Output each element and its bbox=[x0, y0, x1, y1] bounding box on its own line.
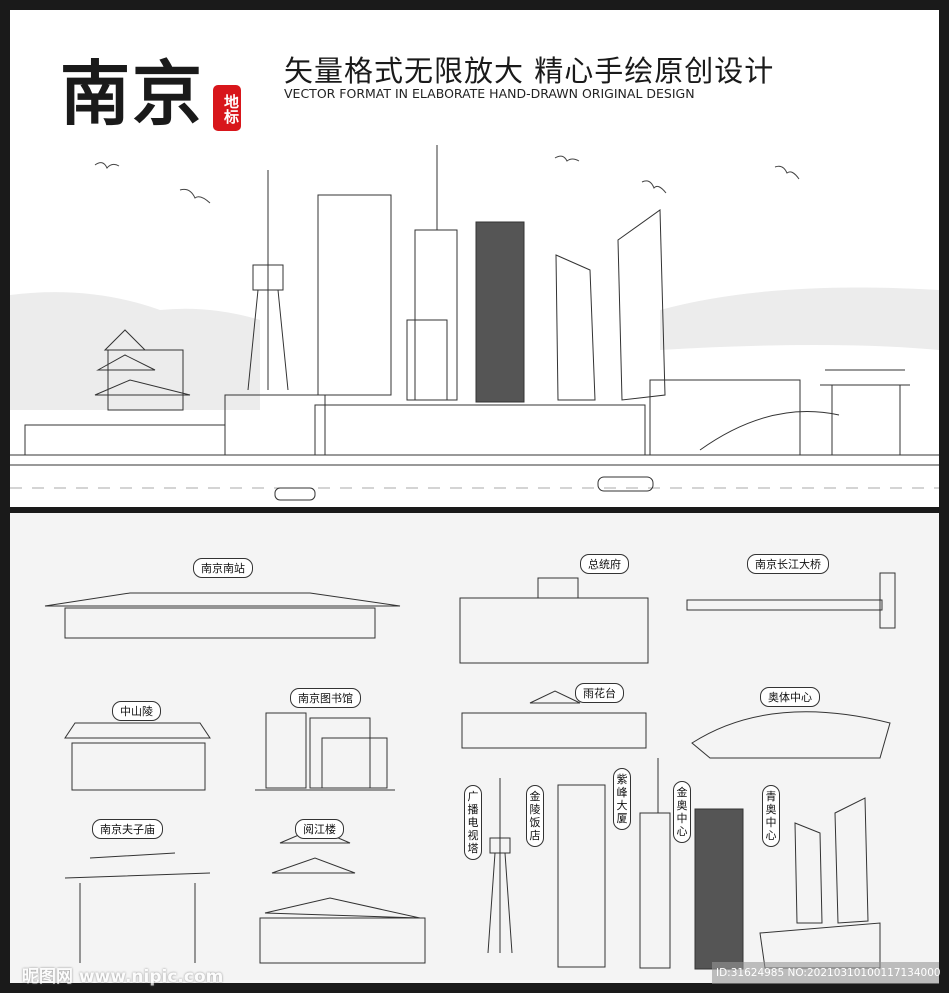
bridge-drawing bbox=[686, 572, 896, 629]
headline: 矢量格式无限放大 精心手绘原创设计 bbox=[284, 54, 775, 88]
label-nanjing-south: 南京南站 bbox=[193, 558, 253, 578]
road bbox=[10, 454, 939, 489]
jinao-drawing bbox=[694, 808, 744, 970]
landmark-seal: 地标 bbox=[213, 85, 241, 131]
label-qingao: 青奥中心 bbox=[762, 785, 780, 847]
landmark-illustrations bbox=[44, 572, 896, 970]
mountain-mist bbox=[10, 287, 939, 410]
olympic-drawing bbox=[691, 711, 891, 759]
jinao-center bbox=[475, 221, 525, 403]
jinling-hotel bbox=[317, 194, 392, 396]
car-icon bbox=[274, 487, 316, 501]
watermark-logo: 昵图网 www.nipic.com bbox=[22, 967, 224, 987]
bird-icon bbox=[94, 155, 800, 204]
label-yuejiang: 阅江楼 bbox=[295, 819, 344, 839]
zifeng-tower bbox=[406, 145, 458, 401]
label-zifeng: 紫峰大厦 bbox=[613, 768, 631, 830]
label-bridge: 南京长江大桥 bbox=[747, 554, 829, 574]
label-fuzimiao: 南京夫子庙 bbox=[92, 819, 163, 839]
label-olympic: 奥体中心 bbox=[760, 687, 820, 707]
city-title: 南京 bbox=[60, 53, 204, 135]
label-zhongshan: 中山陵 bbox=[112, 701, 161, 721]
landmarks-panel: 南京南站 总统府 南京长江大桥 中山陵 南京图书馆 雨花台 奥体中心 南京夫子庙… bbox=[10, 513, 939, 983]
library-drawing bbox=[255, 712, 395, 791]
label-tv-tower: 广播电视塔 bbox=[464, 785, 482, 860]
zifeng-drawing bbox=[639, 758, 671, 969]
skyline-panel: 南京 地标 矢量格式无限放大 精心手绘原创设计 VECTOR FORMAT IN… bbox=[10, 10, 939, 507]
qingao-center bbox=[555, 209, 666, 401]
nanjing-south-station bbox=[314, 404, 646, 456]
tv-tower bbox=[247, 170, 289, 391]
presidential-palace-drawing bbox=[459, 577, 649, 664]
yuejiang-tower bbox=[94, 329, 191, 411]
olympic-center bbox=[699, 411, 840, 451]
label-jinling: 金陵饭店 bbox=[526, 785, 544, 847]
car-icon bbox=[597, 476, 654, 492]
tv-tower-drawing bbox=[487, 778, 513, 954]
zhongshan-drawing bbox=[64, 722, 211, 791]
image-id: ID:31624985 NO:20210310100117134000 bbox=[712, 962, 941, 984]
low-buildings bbox=[24, 424, 226, 456]
subtitle: VECTOR FORMAT IN ELABORATE HAND-DRAWN OR… bbox=[284, 86, 695, 101]
label-yuhuatai: 雨花台 bbox=[575, 683, 624, 703]
yuejiang-drawing bbox=[259, 827, 426, 964]
skyline-illustration bbox=[10, 145, 939, 501]
label-library: 南京图书馆 bbox=[290, 688, 361, 708]
label-jinao: 金奥中心 bbox=[673, 781, 691, 843]
fuzimiao-gate bbox=[820, 369, 910, 455]
nanjing-south-station-drawing bbox=[44, 592, 401, 639]
label-presidential: 总统府 bbox=[580, 554, 629, 574]
presidential-palace bbox=[649, 379, 801, 456]
yuhuatai-drawing bbox=[461, 690, 647, 749]
fuzimiao-drawing bbox=[64, 852, 211, 963]
jinling-drawing bbox=[557, 784, 606, 968]
